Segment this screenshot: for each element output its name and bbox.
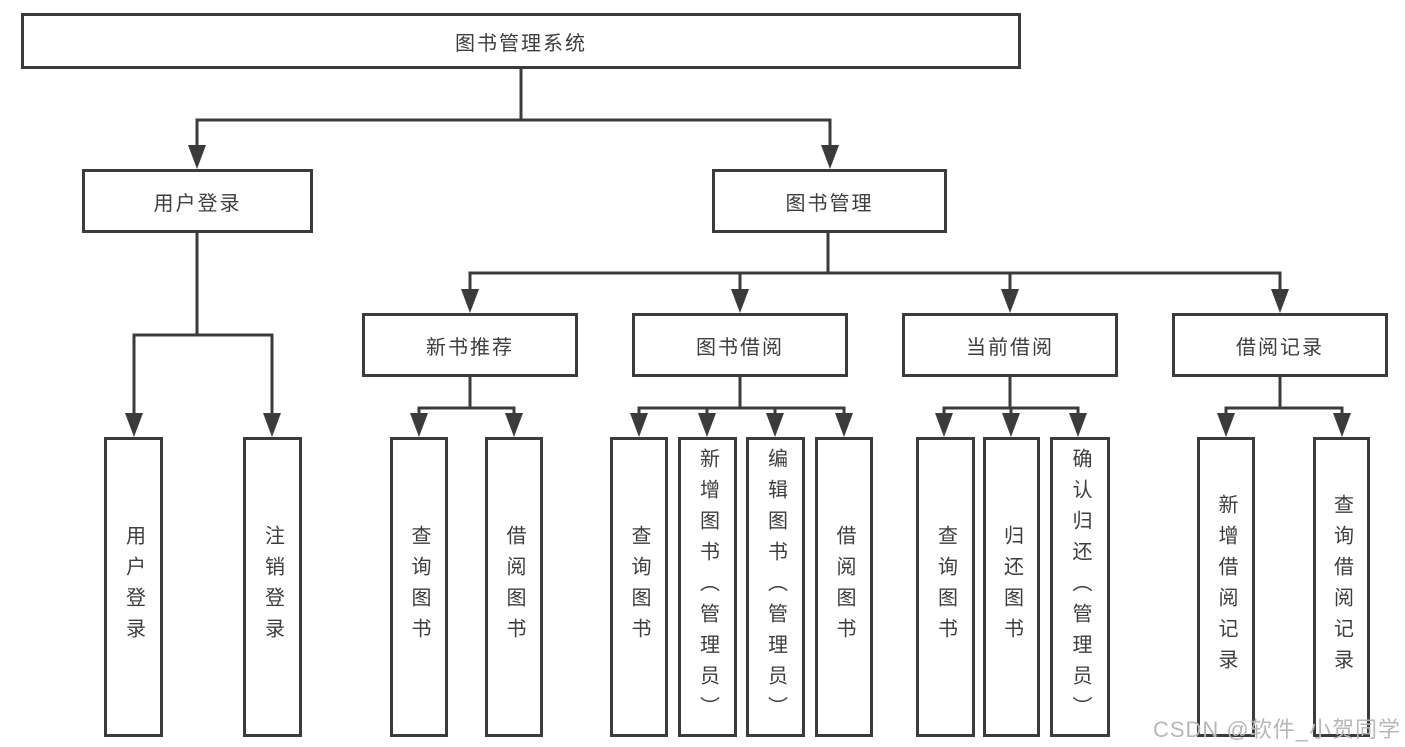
arrowhead: [188, 145, 206, 169]
node-root-library-system: 图书管理系统: [21, 13, 1021, 69]
arrowhead: [766, 413, 784, 437]
connector-current-to-leaves: [935, 375, 1087, 437]
node-root-label: 图书管理系统: [455, 32, 587, 55]
arrowhead: [630, 413, 648, 437]
arrowhead: [461, 289, 479, 313]
leaf-br-query-record: 查询借阅记录: [1313, 437, 1370, 737]
connector-records-to-leaves: [1217, 375, 1351, 437]
node-book-borrowing: 图书借阅: [632, 313, 848, 377]
arrowhead: [1271, 289, 1289, 313]
arrowhead: [731, 289, 749, 313]
leaf-bb-query-books-label: 查询图书: [628, 525, 650, 649]
node-user-login: 用户登录: [82, 169, 313, 233]
arrowhead: [935, 413, 953, 437]
leaf-cb-confirm-return-admin: 确认归还（管理员）: [1050, 437, 1110, 737]
leaf-nbr-borrow-books: 借阅图书: [485, 437, 543, 737]
leaf-logout-label: 注销登录: [261, 525, 284, 649]
connector-borrowing-to-leaves: [630, 375, 853, 437]
csdn-watermark: CSDN @软件_小贺同学: [1152, 717, 1401, 742]
connector-bookmgmt-to-level3: [461, 231, 1289, 313]
leaf-cb-confirm-return-admin-label: 确认归还（管理员）: [1069, 447, 1091, 727]
node-new-book-recommend-label: 新书推荐: [426, 336, 514, 359]
leaf-nbr-query-books-label: 查询图书: [408, 525, 430, 649]
leaf-nbr-borrow-books-label: 借阅图书: [503, 525, 525, 649]
arrowhead: [263, 413, 281, 437]
leaf-br-add-record-label: 新增借阅记录: [1215, 494, 1237, 680]
leaf-bb-borrow-books: 借阅图书: [815, 437, 873, 737]
leaf-cb-return-books-label: 归还图书: [1000, 525, 1023, 649]
node-borrowing-records: 借阅记录: [1172, 313, 1388, 377]
connector-root-to-level2: [188, 67, 839, 169]
arrowhead: [835, 413, 853, 437]
arrowhead: [1217, 413, 1235, 437]
connector-userlogin-to-leaves: [125, 231, 281, 437]
arrowhead: [821, 145, 839, 169]
leaf-bb-edit-books-admin: 编辑图书（管理员）: [746, 437, 805, 737]
node-current-borrowing: 当前借阅: [902, 313, 1118, 377]
leaf-cb-query-books: 查询图书: [916, 437, 975, 737]
leaf-user-login: 用户登录: [104, 437, 163, 737]
node-book-management-label: 图书管理: [785, 192, 874, 215]
leaf-logout: 注销登录: [243, 437, 302, 737]
connector-newbook-to-leaves: [410, 375, 523, 437]
arrowhead: [505, 413, 523, 437]
leaf-bb-query-books: 查询图书: [610, 437, 668, 737]
arrowhead: [1069, 413, 1087, 437]
leaf-user-login-label: 用户登录: [122, 525, 145, 649]
arrowhead: [698, 413, 716, 437]
leaf-cb-query-books-label: 查询图书: [934, 525, 957, 649]
leaf-bb-borrow-books-label: 借阅图书: [833, 525, 855, 649]
leaf-br-query-record-label: 查询借阅记录: [1330, 494, 1353, 680]
leaf-cb-return-books: 归还图书: [983, 437, 1040, 737]
arrowhead: [410, 413, 428, 437]
node-borrowing-records-label: 借阅记录: [1236, 336, 1324, 359]
leaf-bb-edit-books-admin-label: 编辑图书（管理员）: [764, 447, 787, 727]
node-new-book-recommend: 新书推荐: [362, 313, 578, 377]
arrowhead: [125, 413, 143, 437]
node-book-management: 图书管理: [712, 169, 947, 233]
arrowhead: [1001, 289, 1019, 313]
leaf-bb-add-books-admin: 新增图书（管理员）: [678, 437, 737, 737]
leaf-br-add-record: 新增借阅记录: [1197, 437, 1255, 737]
node-user-login-label: 用户登录: [153, 192, 242, 215]
arrowhead: [1002, 413, 1020, 437]
node-current-borrowing-label: 当前借阅: [966, 336, 1054, 359]
node-book-borrowing-label: 图书借阅: [696, 336, 784, 359]
leaf-nbr-query-books: 查询图书: [390, 437, 448, 737]
leaf-bb-add-books-admin-label: 新增图书（管理员）: [696, 447, 719, 727]
arrowhead: [1333, 413, 1351, 437]
